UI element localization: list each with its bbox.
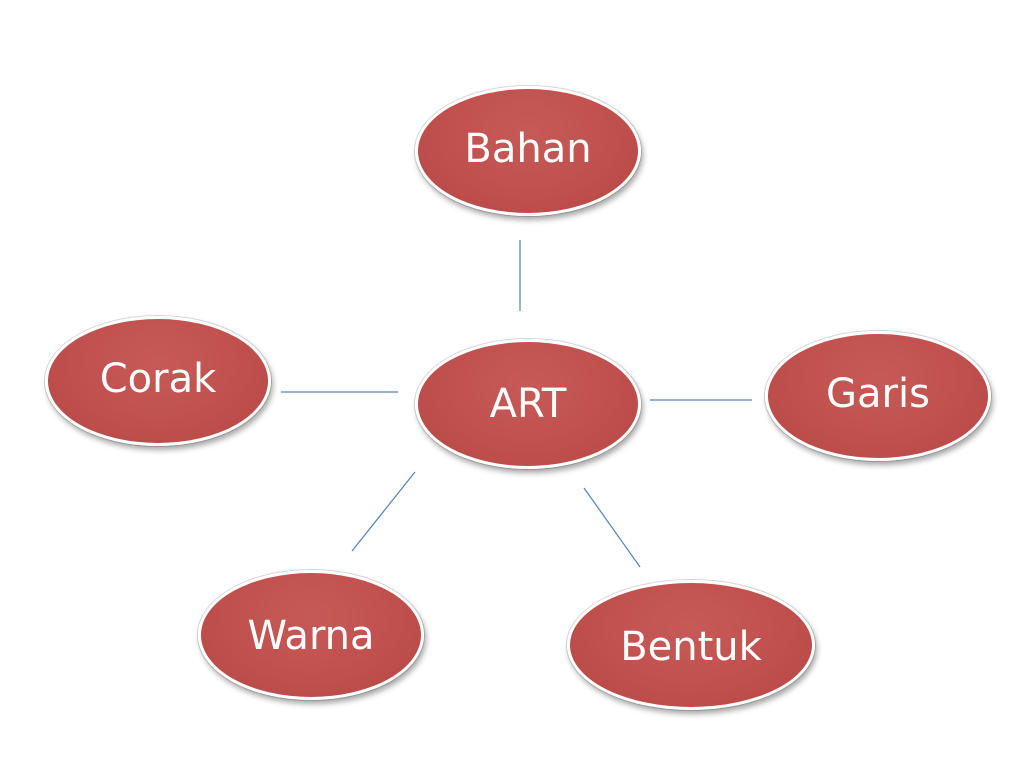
- node-corak-label: Corak: [99, 356, 217, 402]
- node-garis-label: Garis: [826, 371, 930, 417]
- node-bentuk: Bentuk: [567, 580, 815, 710]
- node-bahan-label: Bahan: [464, 126, 592, 172]
- node-art-center: ART: [415, 339, 641, 469]
- connector-art-bentuk: [583, 487, 641, 568]
- node-art-label: ART: [489, 381, 567, 427]
- node-warna-label: Warna: [247, 613, 375, 659]
- node-bentuk-label: Bentuk: [620, 624, 762, 670]
- connector-art-warna: [351, 471, 416, 552]
- node-bahan: Bahan: [415, 86, 641, 216]
- node-warna: Warna: [198, 570, 424, 700]
- node-garis: Garis: [765, 331, 991, 461]
- node-corak: Corak: [45, 316, 271, 446]
